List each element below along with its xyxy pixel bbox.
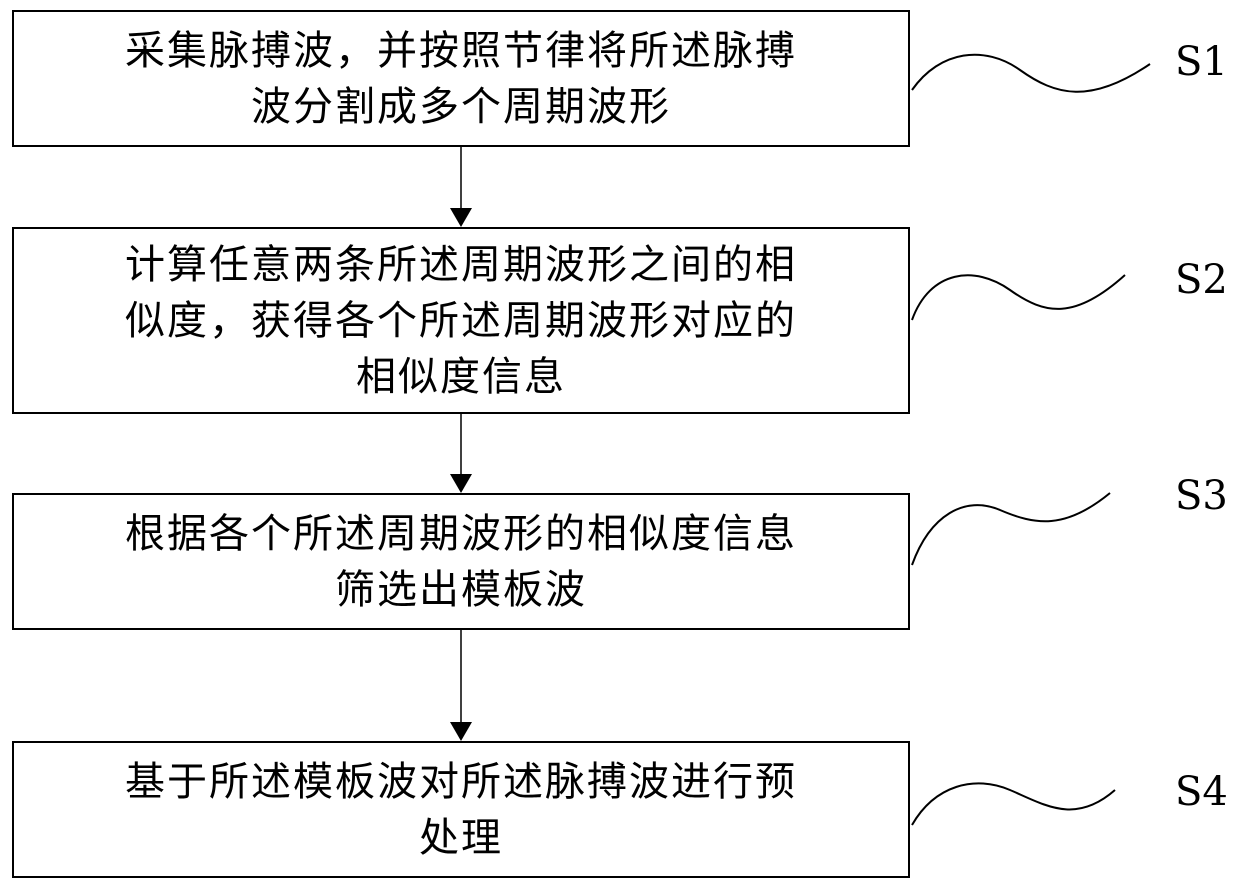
arrow-s2-s3 (450, 414, 472, 493)
arrow-s3-s4 (450, 630, 472, 741)
step-label-s1: S1 (1175, 40, 1228, 84)
step-label-s3: S3 (1175, 474, 1228, 518)
step-box-s1: 采集脉搏波，并按照节律将所述脉搏 波分割成多个周期波形 (12, 10, 910, 147)
leader-line-s4 (912, 783, 1115, 825)
step-text-s1: 采集脉搏波，并按照节律将所述脉搏 波分割成多个周期波形 (36, 23, 886, 135)
step-box-s3: 根据各个所述周期波形的相似度信息 筛选出模板波 (12, 493, 910, 630)
leader-line-s1 (912, 55, 1150, 92)
step-text-s2: 计算任意两条所述周期波形之间的相 似度，获得各个所述周期波形对应的 相似度信息 (36, 237, 886, 405)
step-box-s4: 基于所述模板波对所述脉搏波进行预 处理 (12, 741, 910, 878)
leader-line-s2 (912, 275, 1125, 320)
step-label-s2: S2 (1175, 258, 1228, 302)
step-text-s4: 基于所述模板波对所述脉搏波进行预 处理 (36, 754, 886, 866)
step-label-s4: S4 (1175, 770, 1228, 814)
arrow-s1-s2 (450, 147, 472, 227)
step-text-s3: 根据各个所述周期波形的相似度信息 筛选出模板波 (36, 506, 886, 618)
step-box-s2: 计算任意两条所述周期波形之间的相 似度，获得各个所述周期波形对应的 相似度信息 (12, 227, 910, 414)
leader-line-s3 (912, 493, 1110, 565)
